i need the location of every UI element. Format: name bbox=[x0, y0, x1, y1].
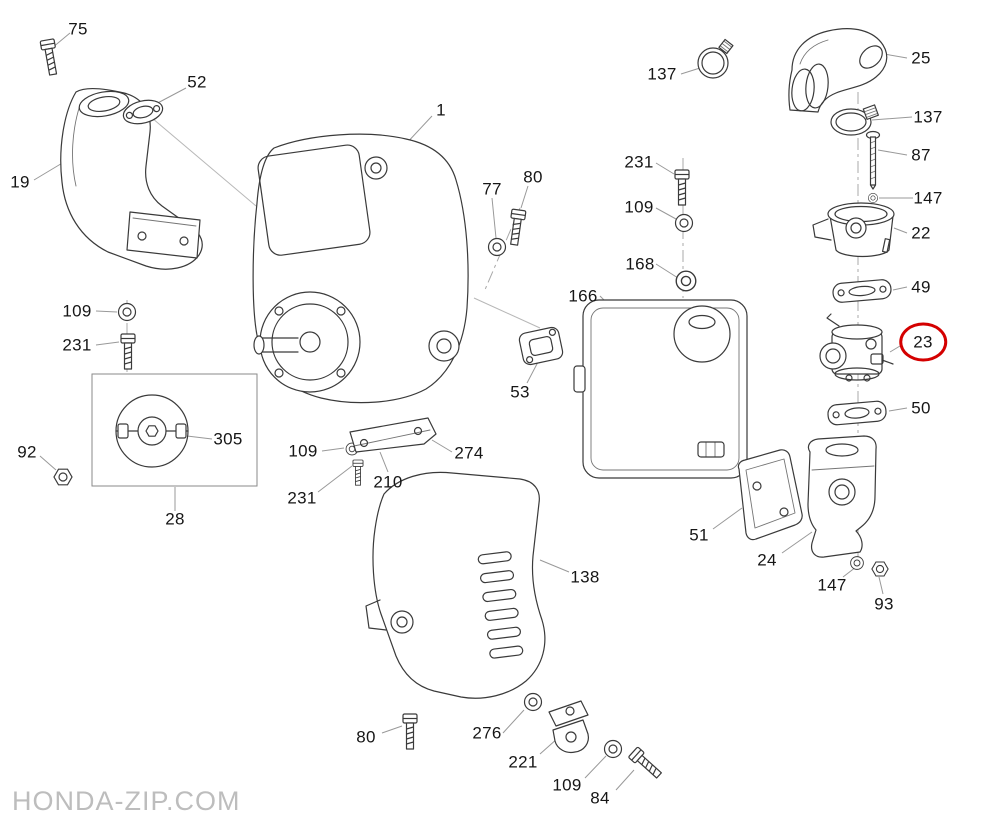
part-label-75[interactable]: 75 bbox=[68, 19, 88, 39]
part-label-53[interactable]: 53 bbox=[510, 382, 530, 402]
part-label-109[interactable]: 109 bbox=[62, 301, 92, 321]
part-label-24[interactable]: 24 bbox=[757, 550, 777, 570]
washer-77 bbox=[487, 237, 507, 257]
part-label-52[interactable]: 52 bbox=[187, 72, 207, 92]
guard-slots bbox=[477, 551, 524, 659]
part-label-168[interactable]: 168 bbox=[625, 254, 655, 274]
part-label-147-2[interactable]: 147 bbox=[817, 575, 847, 595]
part-label-231[interactable]: 231 bbox=[62, 335, 92, 355]
carb-gasket-lower bbox=[827, 400, 887, 426]
nut-92 bbox=[53, 468, 73, 486]
part-label-231-2[interactable]: 231 bbox=[287, 488, 317, 508]
insulator-block bbox=[807, 435, 877, 558]
bolt-80-top bbox=[506, 208, 527, 247]
carb-gasket-upper bbox=[832, 279, 892, 303]
part-label-77[interactable]: 77 bbox=[482, 179, 502, 199]
muffler-gasket bbox=[122, 99, 164, 125]
screw-87 bbox=[865, 130, 881, 190]
washer-109-bottom bbox=[603, 739, 623, 759]
muffler-protector bbox=[60, 88, 203, 270]
engine-guard bbox=[365, 471, 546, 699]
part-label-1[interactable]: 1 bbox=[436, 100, 446, 120]
bolt-231-tank bbox=[674, 169, 690, 206]
part-label-87[interactable]: 87 bbox=[911, 145, 931, 165]
hose-clamp-right bbox=[830, 104, 879, 136]
washer-276 bbox=[523, 692, 543, 712]
part-label-50[interactable]: 50 bbox=[911, 398, 931, 418]
bolt-84 bbox=[627, 746, 665, 782]
mount-bracket bbox=[349, 417, 437, 453]
exhaust-gasket bbox=[518, 326, 564, 366]
washer-109-left bbox=[117, 302, 137, 322]
insulator-plate bbox=[737, 449, 803, 541]
part-label-49[interactable]: 49 bbox=[911, 277, 931, 297]
carburetor bbox=[819, 313, 894, 382]
hose-clamp-left bbox=[697, 38, 734, 79]
bolt-80-bottom bbox=[402, 713, 418, 750]
part-label-137-2[interactable]: 137 bbox=[913, 107, 943, 127]
vent-grille bbox=[257, 144, 371, 256]
washer-109-tank bbox=[674, 213, 694, 233]
grommet-168 bbox=[675, 270, 697, 292]
bolt-231-left bbox=[120, 333, 136, 370]
part-label-80[interactable]: 80 bbox=[523, 167, 543, 187]
bolt-231-bracket bbox=[352, 459, 364, 486]
part-label-23[interactable]: 23 bbox=[899, 322, 947, 362]
part-label-274[interactable]: 274 bbox=[454, 443, 484, 463]
air-cleaner-base bbox=[812, 202, 895, 258]
air-cleaner-elbow bbox=[788, 28, 888, 113]
part-label-109-2[interactable]: 109 bbox=[288, 441, 318, 461]
part-label-92[interactable]: 92 bbox=[17, 442, 37, 462]
part-label-51[interactable]: 51 bbox=[689, 525, 709, 545]
watermark: HONDA-ZIP.COM bbox=[12, 786, 241, 816]
part-label-19[interactable]: 19 bbox=[10, 172, 30, 192]
recoil-starter bbox=[253, 291, 361, 393]
part-label-93[interactable]: 93 bbox=[874, 594, 894, 614]
engine-cover bbox=[252, 133, 469, 404]
part-label-22[interactable]: 22 bbox=[911, 223, 931, 243]
part-label-166[interactable]: 166 bbox=[568, 286, 598, 306]
part-label-147[interactable]: 147 bbox=[913, 188, 943, 208]
part-label-231-3[interactable]: 231 bbox=[624, 152, 654, 172]
part-label-276[interactable]: 276 bbox=[472, 723, 502, 743]
pipe-clamp bbox=[548, 700, 589, 754]
nut-93 bbox=[871, 561, 889, 577]
part-label-80-2[interactable]: 80 bbox=[356, 727, 376, 747]
part-label-109-4[interactable]: 109 bbox=[552, 775, 582, 795]
part-label-305[interactable]: 305 bbox=[213, 429, 243, 449]
washer-147-bottom bbox=[850, 556, 864, 570]
part-label-137[interactable]: 137 bbox=[647, 64, 677, 84]
clutch-detail-box bbox=[91, 373, 258, 487]
clutch-assembly bbox=[115, 394, 189, 468]
part-label-210[interactable]: 210 bbox=[373, 472, 403, 492]
part-label-221[interactable]: 221 bbox=[508, 752, 538, 772]
leader-lines bbox=[33, 32, 913, 791]
part-label-109-3[interactable]: 109 bbox=[624, 197, 654, 217]
fuel-tank bbox=[573, 299, 748, 479]
part-label-25[interactable]: 25 bbox=[911, 48, 931, 68]
part-label-138[interactable]: 138 bbox=[570, 567, 600, 587]
part-label-84[interactable]: 84 bbox=[590, 788, 610, 808]
washer-147-top bbox=[867, 192, 879, 204]
part-label-28[interactable]: 28 bbox=[165, 509, 185, 529]
